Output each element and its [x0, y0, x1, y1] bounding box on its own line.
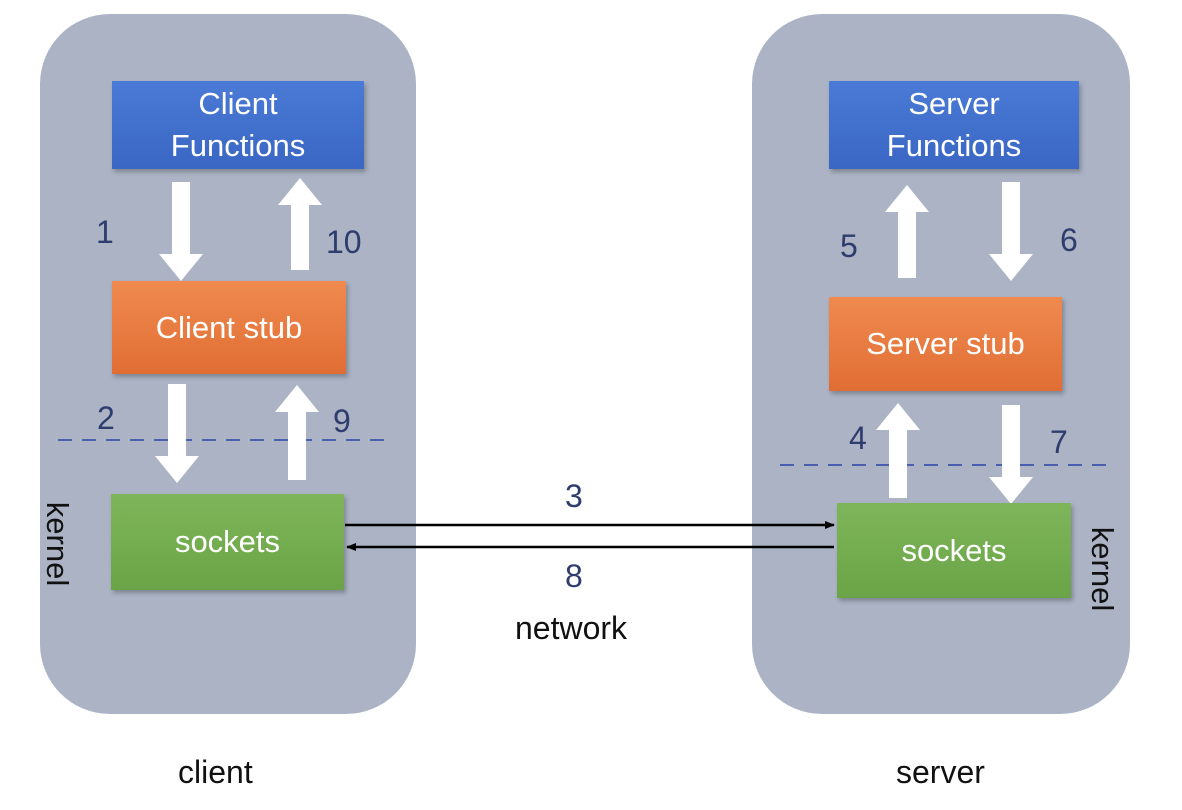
step-3: 3	[565, 478, 583, 514]
client-functions-line2: Functions	[170, 128, 306, 163]
step-2: 2	[97, 400, 115, 436]
client-stub-box: Client stub	[112, 281, 346, 374]
server-sockets-label: sockets	[901, 532, 1007, 568]
client-functions-box: Client Functions	[112, 81, 364, 169]
server-kernel-label: kernel	[1085, 526, 1120, 612]
arrow-step-5	[885, 185, 929, 278]
arrow-step-7	[989, 405, 1033, 504]
server-sockets-box: sockets	[837, 503, 1071, 598]
client-kernel-label: kernel	[40, 501, 75, 587]
arrow-step-4	[876, 403, 920, 498]
step-7: 7	[1050, 424, 1068, 460]
arrow-step-9	[275, 385, 319, 480]
server-stub-box: Server stub	[829, 297, 1062, 391]
server-functions-line2: Functions	[886, 128, 1022, 163]
step-6: 6	[1060, 222, 1078, 258]
client-functions-line1: Client	[198, 86, 278, 121]
client-sockets-label: sockets	[174, 524, 281, 559]
network-label: network	[515, 610, 628, 646]
server-functions-box: Server Functions	[829, 81, 1079, 169]
server-functions-line1: Server	[908, 86, 1000, 121]
server-stub-label: Server stub	[866, 326, 1025, 361]
arrow-step-10	[278, 178, 322, 270]
step-1: 1	[96, 214, 114, 250]
server-caption: server	[896, 754, 985, 790]
arrow-step-6	[989, 182, 1033, 281]
client-sockets-box: sockets	[111, 494, 344, 590]
arrow-step-1	[159, 182, 203, 281]
step-5: 5	[840, 228, 858, 264]
client-stub-label: Client stub	[155, 309, 303, 345]
step-10: 10	[326, 224, 362, 260]
step-8: 8	[565, 558, 583, 594]
arrow-step-2	[155, 384, 199, 483]
step-9: 9	[333, 403, 351, 439]
step-4: 4	[849, 420, 867, 456]
client-caption: client	[178, 754, 253, 790]
